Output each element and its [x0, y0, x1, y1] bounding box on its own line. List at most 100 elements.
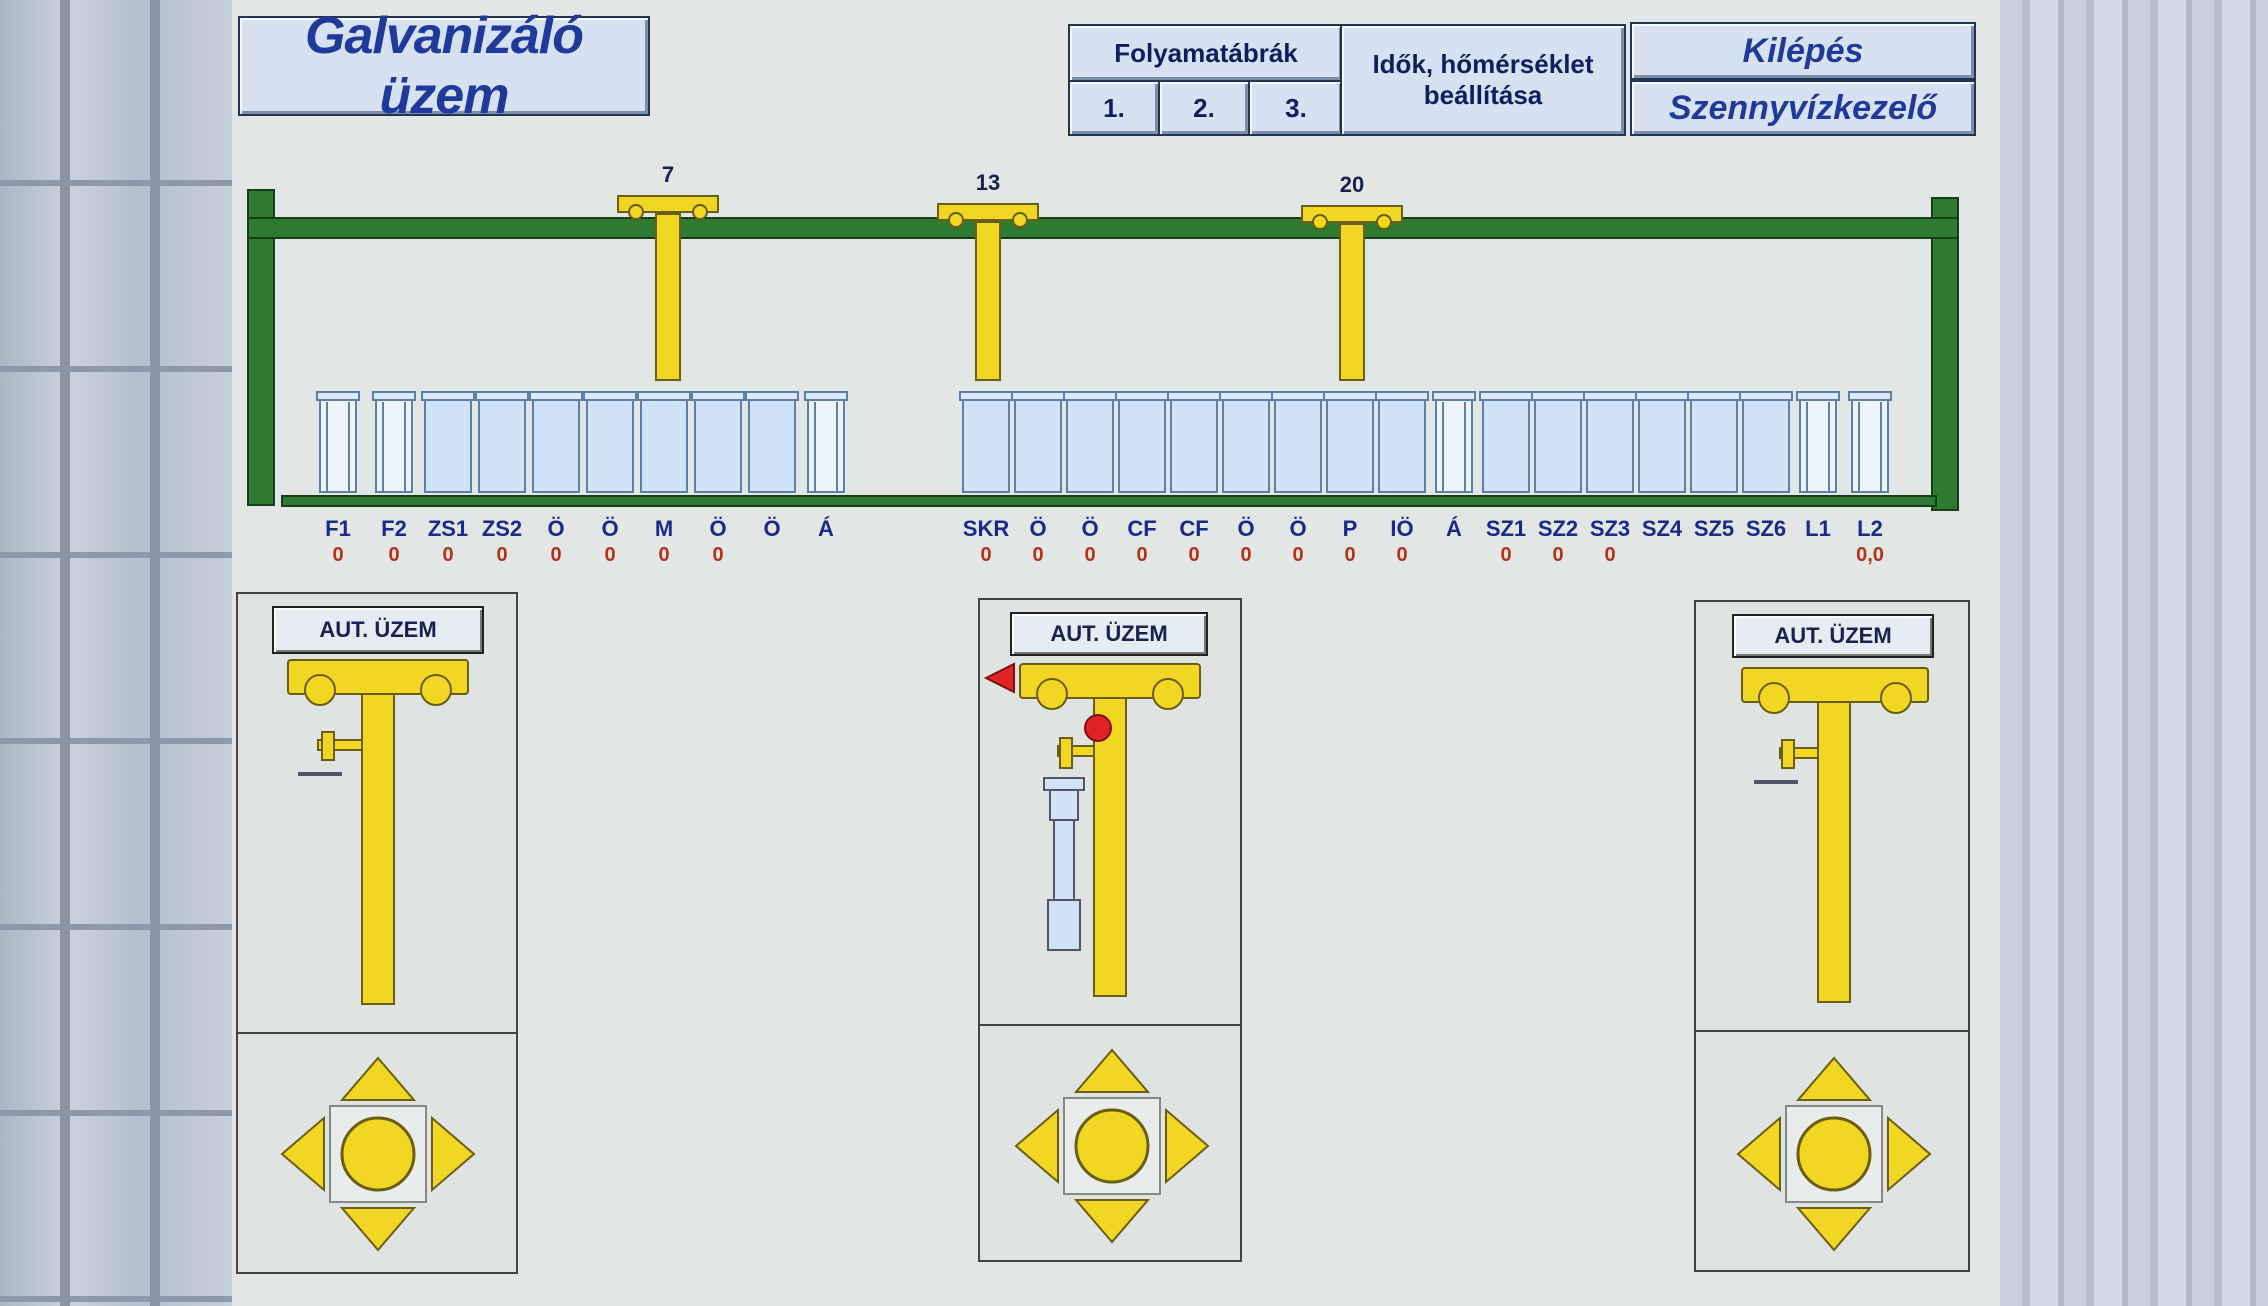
tank-label: Ö [1289, 516, 1307, 541]
tank-value: 0 [604, 544, 616, 566]
galvanizing-line-diagram: 7 13 20 [247, 162, 1959, 511]
tank-label: F1 [325, 516, 351, 541]
tank [637, 391, 691, 493]
arrow-right-icon [431, 1115, 476, 1193]
tank-label: F2 [381, 516, 407, 541]
crane-3-mode-button[interactable]: AUT. ÜZEM [1732, 614, 1934, 658]
tank-label: Á [818, 516, 834, 541]
crane-2-position-label: 13 [976, 170, 1000, 195]
gripper-jaw [1781, 739, 1795, 769]
tank-label: Ö [1081, 516, 1099, 541]
tank [1848, 391, 1892, 493]
tank [1687, 391, 1741, 493]
flow-diagram-3-button[interactable]: 3. [1248, 80, 1344, 136]
panel-divider [980, 1024, 1240, 1026]
tank-label: CF [1179, 516, 1209, 541]
gripper-arm [1057, 745, 1095, 757]
tank-value: 0 [332, 544, 344, 566]
panel-divider [1696, 1030, 1968, 1032]
arrow-left-icon [1736, 1115, 1781, 1193]
trolley-wheel [420, 674, 452, 706]
crane-1-diagram [287, 659, 469, 1005]
wastewater-treatment-button[interactable]: Szennyvízkezelő [1630, 80, 1976, 136]
tank-label: SZ1 [1485, 516, 1527, 541]
tank [745, 391, 799, 493]
arrow-right-icon [1165, 1107, 1210, 1185]
tank-value: 0 [1032, 544, 1044, 566]
flow-diagram-1-button[interactable]: 1. [1068, 80, 1160, 136]
tank-value: 0 [1084, 544, 1096, 566]
background-wall-left [0, 0, 232, 1306]
tank-value: 0 [388, 544, 400, 566]
tank-value: 0 [1500, 544, 1512, 566]
tank [1796, 391, 1840, 493]
tank [1011, 391, 1065, 493]
tank-value: 0 [1136, 544, 1148, 566]
tank [1635, 391, 1689, 493]
tank-label: Ö [601, 516, 619, 541]
tank-value: 0 [442, 544, 454, 566]
tank-value: 0 [658, 544, 670, 566]
status-indicator-icon [1084, 714, 1112, 742]
tank [583, 391, 637, 493]
crane-1-position-label: 7 [662, 162, 674, 187]
background-post [60, 0, 70, 1306]
crane-1-mode-button[interactable]: AUT. ÜZEM [272, 606, 484, 654]
crane-3-mimic [1301, 205, 1403, 381]
tank-value: 0 [1292, 544, 1304, 566]
crane-3-position-label: 20 [1340, 172, 1364, 197]
tank-label: Ö [547, 516, 565, 541]
arrow-down-icon [1795, 1207, 1873, 1252]
arrow-down-icon [339, 1207, 417, 1252]
tank-value: 0,0 [1856, 544, 1884, 566]
crane-mast [1093, 697, 1127, 997]
trolley-wheel [1036, 678, 1068, 710]
tank [1432, 391, 1476, 493]
tank-value: 0 [712, 544, 724, 566]
tank-label: SZ5 [1693, 516, 1735, 541]
arrow-up-icon [1795, 1056, 1873, 1101]
tank-value: 0 [980, 544, 992, 566]
arrow-left-icon [1014, 1107, 1059, 1185]
panel-divider [238, 1032, 516, 1034]
tank-label: SZ4 [1641, 516, 1683, 541]
crane-2-control-panel: AUT. ÜZEM [978, 598, 1242, 1262]
times-temperature-settings-button[interactable]: Idők, hőmérséklet beállítása [1340, 24, 1626, 136]
tank [1531, 391, 1585, 493]
exit-button[interactable]: Kilépés [1630, 22, 1976, 80]
tank [1479, 391, 1533, 493]
background-wall-right [2000, 0, 2268, 1306]
crane-2-diagram [983, 662, 1201, 997]
trolley-wheel [1152, 678, 1184, 710]
flow-diagram-2-button[interactable]: 2. [1158, 80, 1250, 136]
tank-label: SZ3 [1589, 516, 1631, 541]
tank-label: Ö [1237, 516, 1255, 541]
tank-value: 0 [1344, 544, 1356, 566]
tank-label: P [1342, 516, 1358, 541]
tank-value: 0 [1604, 544, 1616, 566]
tank [1063, 391, 1117, 493]
tank [1271, 391, 1325, 493]
crane-2-mode-button[interactable]: AUT. ÜZEM [1010, 612, 1208, 656]
gripper-jaw [321, 731, 335, 761]
trolley-wheel [1880, 682, 1912, 714]
tank [475, 391, 529, 493]
tank-value: 0 [1396, 544, 1408, 566]
crane-mast [1817, 701, 1851, 1003]
tank-base-rail [281, 495, 1937, 507]
tank [316, 391, 360, 493]
tank-label: IÖ [1390, 516, 1414, 541]
crane-1-joystick [280, 1056, 476, 1252]
rail-post-left [247, 189, 275, 506]
tank-label: Ö [709, 516, 727, 541]
tank-label: M [654, 516, 674, 541]
arrow-right-icon [1887, 1115, 1932, 1193]
tank [1167, 391, 1221, 493]
center-button-icon [1796, 1116, 1872, 1192]
tank [529, 391, 583, 493]
page-title: Galvanizáló üzem [238, 7, 650, 125]
crane-rail [247, 217, 1959, 239]
tank-label: ZS2 [481, 516, 523, 541]
crane-mast [361, 693, 395, 1005]
crane-3-diagram [1741, 667, 1929, 1003]
